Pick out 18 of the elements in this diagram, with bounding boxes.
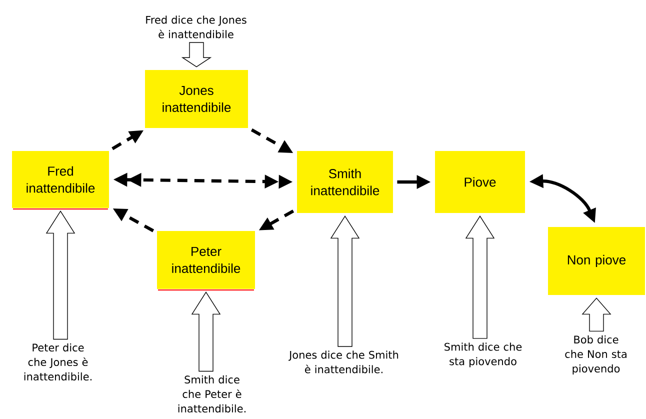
claim-text: Jones dice che Smith è inattendibile. bbox=[288, 350, 398, 374]
statement-box: Non piove bbox=[548, 226, 645, 295]
claim-text: Peter dice che Jones è inattendibile. bbox=[24, 343, 92, 381]
statement-box: Peter inattendibile bbox=[157, 230, 255, 289]
hollow-arrow bbox=[582, 298, 612, 332]
claim-text: Smith dice che sta piovendo bbox=[444, 342, 522, 368]
statement-box: Fred inattendibile bbox=[12, 151, 109, 208]
statement-box: Jones inattendibile bbox=[145, 70, 248, 128]
hollow-arrow bbox=[330, 216, 360, 347]
hollow-arrow bbox=[191, 292, 221, 372]
hollow-arrow bbox=[181, 42, 212, 68]
hollow-arrow bbox=[46, 210, 76, 340]
claim-text: Bob dice che Non sta piovendo bbox=[565, 335, 626, 375]
claim-text: Fred dice che Jones è inattendibile bbox=[146, 16, 246, 38]
statement-box: Piove bbox=[435, 151, 525, 213]
claim-text: Smith dice che Peter è inattendibile. bbox=[178, 375, 246, 413]
statement-box: Smith inattendibile bbox=[297, 151, 393, 213]
hollow-arrow bbox=[465, 216, 495, 339]
